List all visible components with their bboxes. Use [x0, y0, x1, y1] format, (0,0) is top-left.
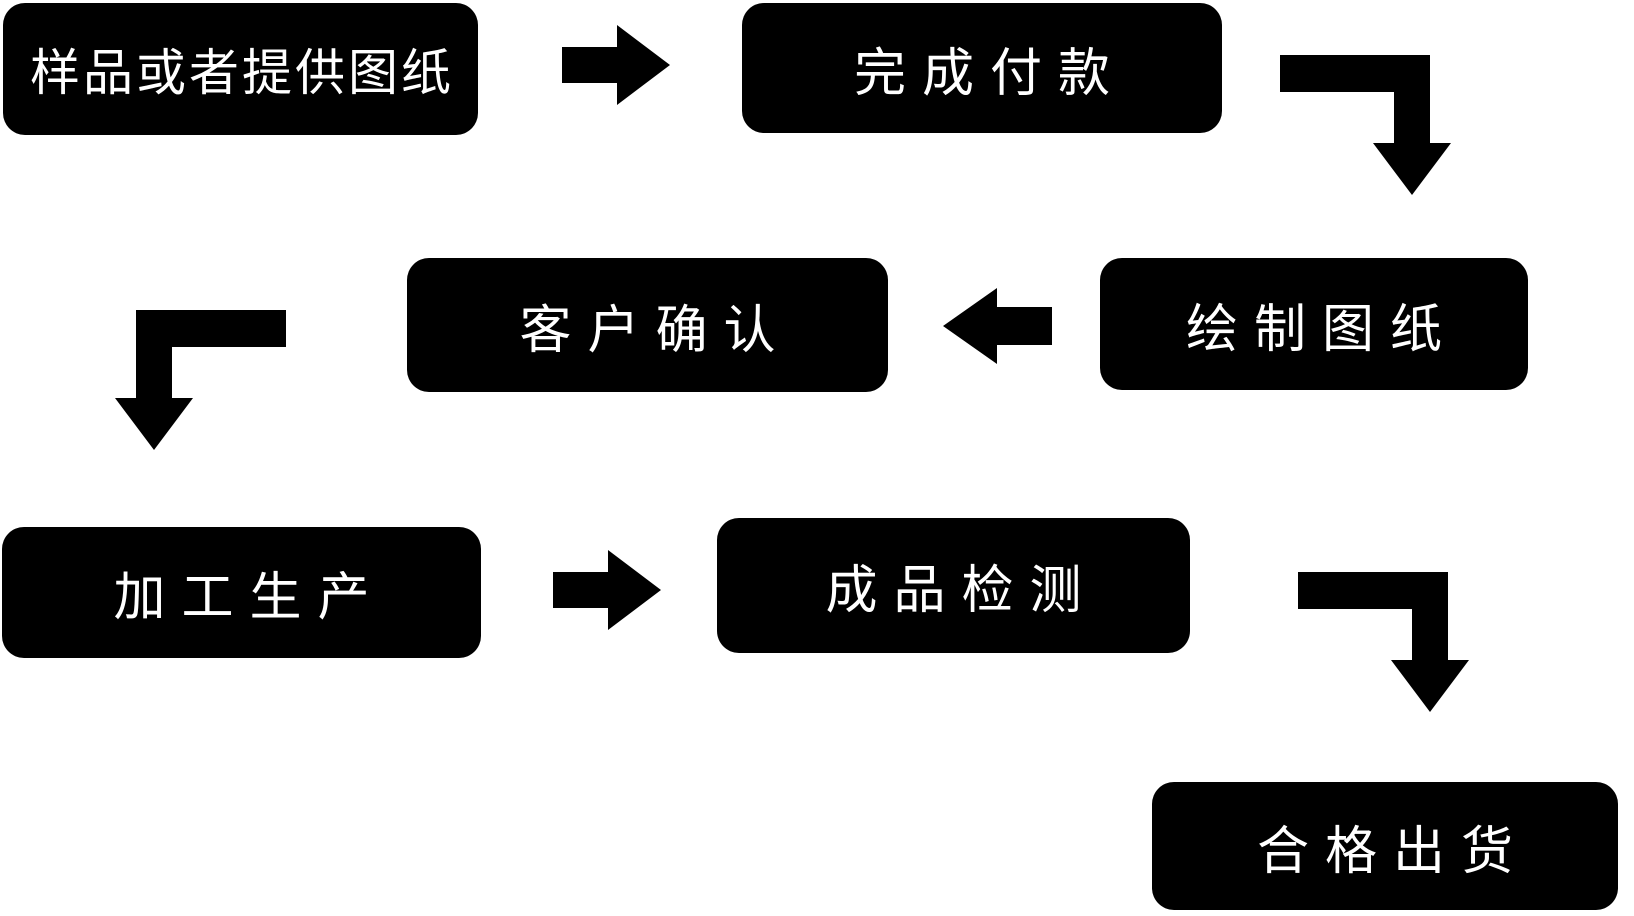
flow-node-label: 样品或者提供图纸 — [30, 45, 454, 101]
arrow-left-icon — [943, 288, 1052, 364]
flow-node-label: 客户确认 — [519, 301, 792, 360]
elbow-arrow-down-right-icon — [1280, 55, 1451, 195]
arrow-right-icon — [553, 550, 661, 630]
elbow-arrow-down-right-icon — [1298, 572, 1469, 712]
flow-node-product-inspection: 成品检测 — [717, 518, 1190, 653]
flow-node-label: 合格出货 — [1256, 822, 1529, 881]
flow-node-processing-production: 加工生产 — [2, 527, 481, 658]
flow-node-sample-or-drawing: 样品或者提供图纸 — [3, 3, 478, 135]
flow-node-label: 完成付款 — [853, 44, 1126, 103]
flow-node-label: 加工生产 — [113, 569, 386, 627]
flow-node-customer-confirm: 客户确认 — [407, 258, 888, 392]
flow-node-draw-drawings: 绘制图纸 — [1100, 258, 1528, 390]
flow-node-complete-payment: 完成付款 — [742, 3, 1222, 133]
flow-node-label: 绘制图纸 — [1185, 300, 1458, 359]
flow-node-label: 成品检测 — [825, 562, 1098, 620]
arrow-right-icon — [562, 25, 670, 105]
flow-node-qualified-shipment: 合格出货 — [1152, 782, 1618, 910]
elbow-arrow-down-left-icon — [115, 310, 286, 450]
